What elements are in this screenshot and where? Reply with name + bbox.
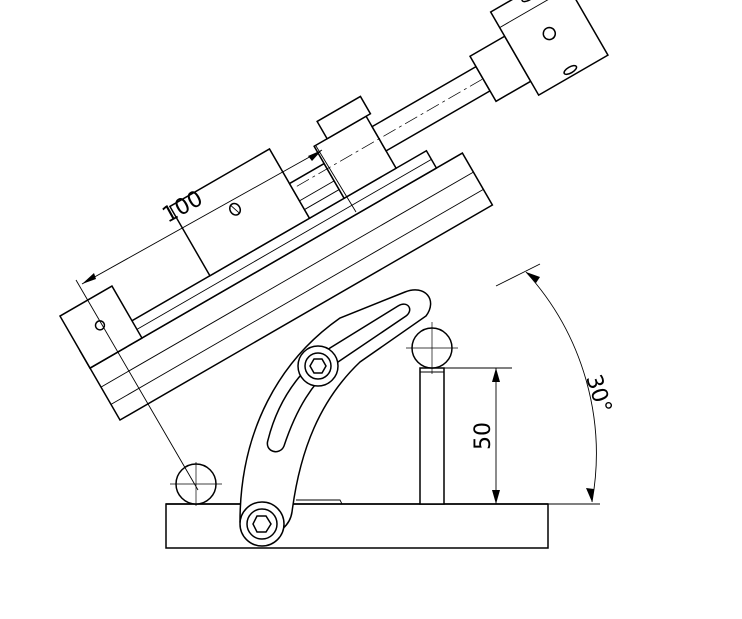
lower-roller [170, 462, 222, 506]
moving-jaw-screw-hole [229, 202, 242, 216]
jaw-screw-hole [94, 320, 106, 331]
upper-roller [406, 322, 458, 374]
gauge-block [419, 367, 445, 505]
end-block [489, 0, 609, 97]
hex-socket-bolt-icon [239, 501, 285, 547]
hex-socket-bolt-icon [297, 345, 339, 387]
fixed-jaw [58, 285, 143, 370]
dimension-angle: 30° [495, 263, 616, 503]
base-plate [165, 499, 549, 549]
dimension-angle-label: 30° [580, 372, 616, 417]
end-block-hole [542, 26, 557, 41]
vise-body [58, 0, 609, 422]
dimension-height-label: 50 [471, 422, 496, 450]
dimension-height: 50 [444, 367, 600, 505]
